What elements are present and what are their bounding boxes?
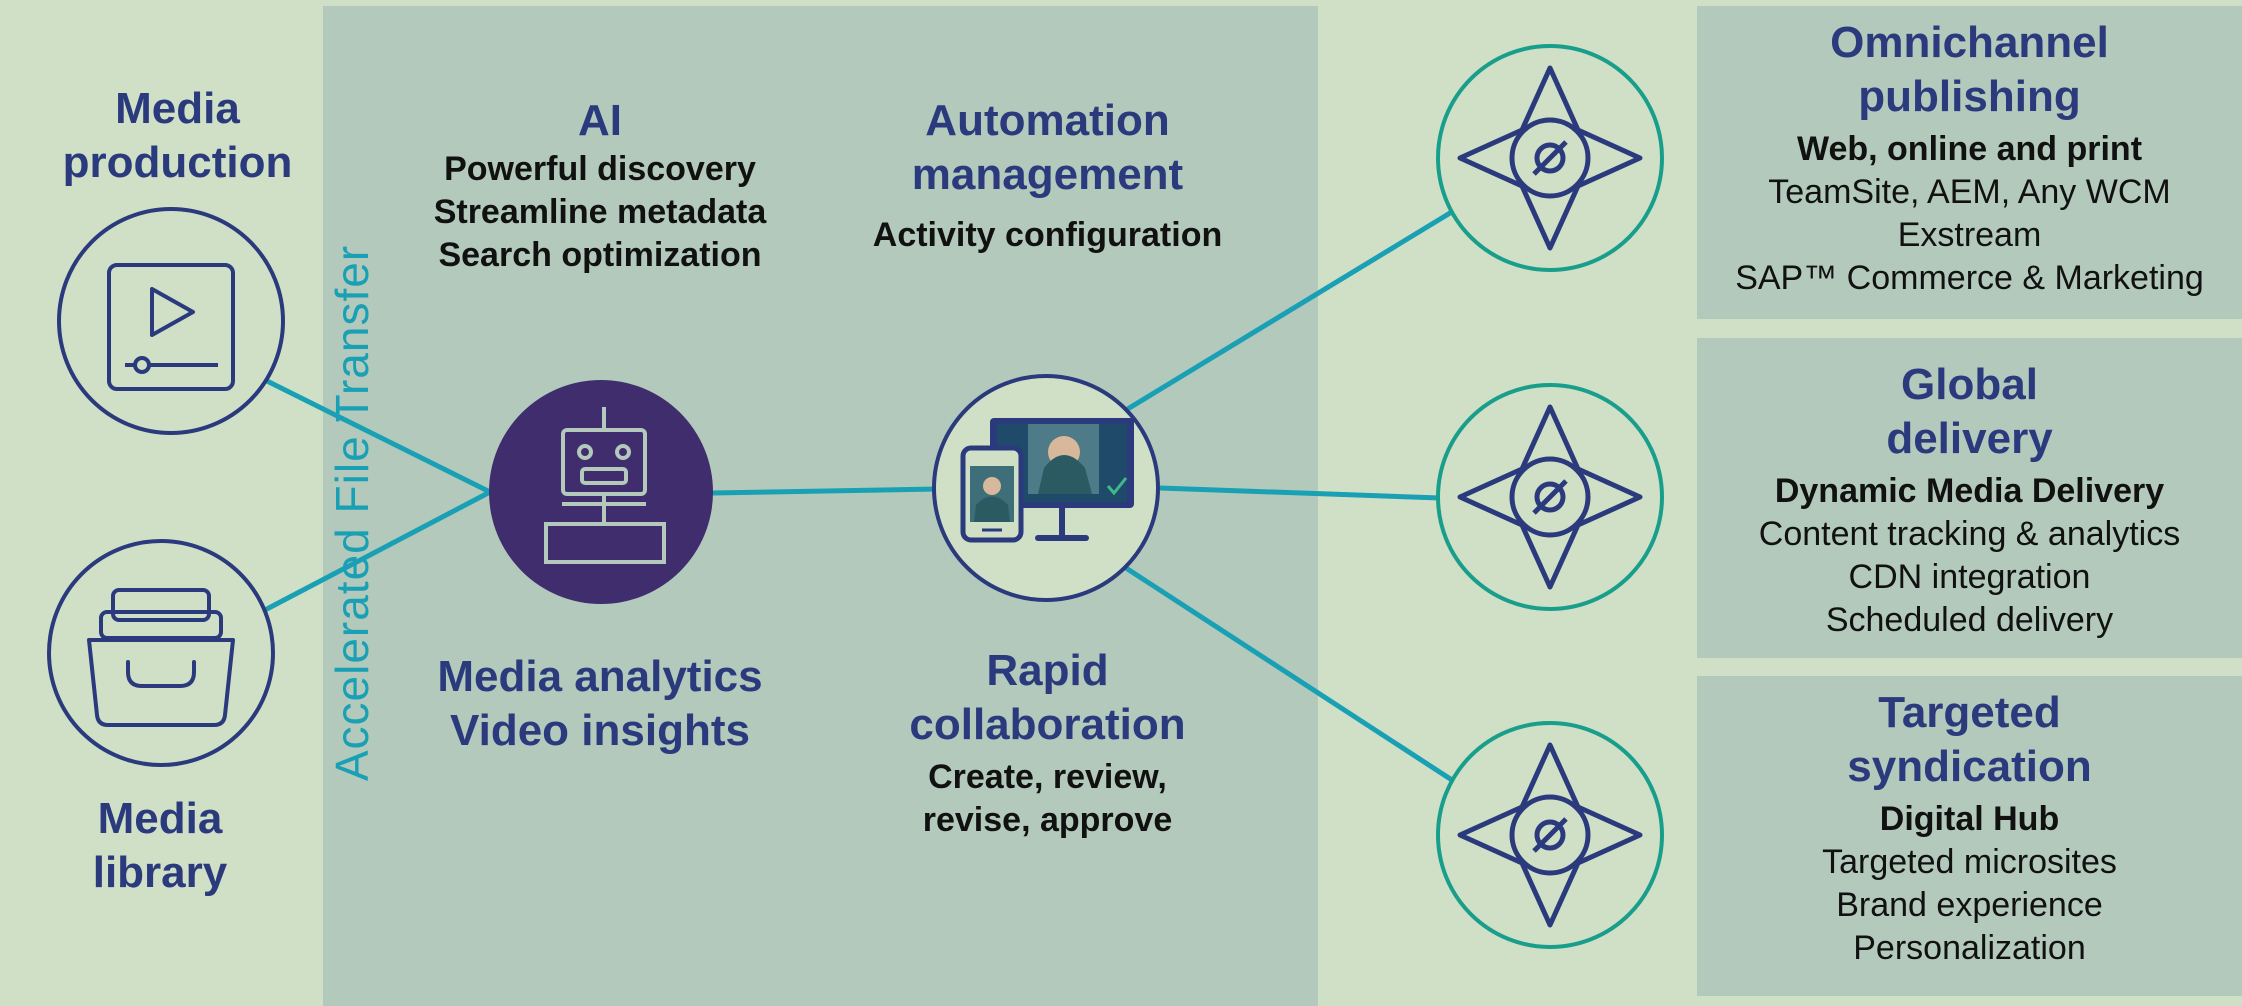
card-bold-line: Dynamic Media Delivery [1774, 472, 2165, 510]
card-title-line: Global [1901, 360, 2038, 409]
label-line: production [62, 138, 293, 187]
compass-icon [1436, 721, 1664, 949]
card-line: Personalization [1853, 929, 2086, 967]
rapid-collaboration-block: Rapid collaboration Create, review, revi… [860, 644, 1235, 842]
card-line: Scheduled delivery [1825, 601, 2114, 639]
compass-icon [1436, 383, 1664, 611]
compass-icon [1436, 44, 1664, 272]
accelerated-file-transfer-label: Accelerated File Transfer [326, 244, 378, 782]
ai-block: AI Powerful discovery Streamline metadat… [400, 94, 800, 277]
analytics-line: Media analytics [437, 652, 763, 701]
card-global-delivery: Global delivery Dynamic Media Delivery C… [1697, 338, 2242, 658]
automation-title-line: management [911, 150, 1184, 199]
archive-box-icon [47, 539, 275, 767]
connector-devices-to-syndication [1124, 565, 1457, 785]
card-title-line: delivery [1886, 414, 2053, 463]
card-line: Exstream [1897, 216, 2042, 254]
card-title-line: syndication [1847, 742, 2092, 791]
connector-devices-to-omnichannel [1124, 207, 1457, 413]
card-line: TeamSite, AEM, Any WCM [1768, 173, 2171, 211]
card-line: CDN integration [1848, 558, 2091, 596]
card-title-line: publishing [1858, 72, 2081, 121]
collaboration-title-line: Rapid [986, 646, 1109, 695]
card-omnichannel: Omnichannel publishing Web, online and p… [1697, 6, 2242, 319]
card-bold-line: Web, online and print [1796, 130, 2143, 168]
card-title-line: Targeted [1878, 688, 2061, 737]
card-title-line: Omnichannel [1830, 18, 2109, 67]
media-library-label: Media library [10, 792, 310, 900]
robot-icon [489, 380, 713, 604]
label-line: Media [97, 794, 223, 843]
ai-line: Search optimization [438, 236, 762, 274]
media-analytics-block: Media analytics Video insights [410, 650, 790, 758]
label-line: library [92, 848, 228, 897]
connector-ai-to-devices [711, 486, 937, 496]
card-targeted-syndication: Targeted syndication Digital Hub Targete… [1697, 676, 2242, 996]
media-production-label: Media production [20, 82, 335, 190]
ai-title: AI [578, 96, 622, 145]
collaboration-line: Create, review, [928, 758, 1167, 796]
card-line: SAP™ Commerce & Marketing [1735, 259, 2204, 297]
card-line: Targeted microsites [1822, 843, 2117, 881]
devices-icon [932, 374, 1160, 602]
card-line: Content tracking & analytics [1758, 515, 2181, 553]
card-bold-line: Digital Hub [1879, 800, 2060, 838]
connector-production-to-ai [263, 377, 492, 495]
ai-line: Powerful discovery [444, 150, 756, 188]
video-player-icon [57, 207, 285, 435]
card-line: Brand experience [1836, 886, 2103, 924]
connector-lines [263, 207, 1457, 785]
automation-title-line: Automation [925, 96, 1170, 145]
connector-library-to-ai [263, 489, 492, 613]
collaboration-title-line: collaboration [909, 700, 1186, 749]
analytics-line: Video insights [450, 706, 750, 755]
connector-devices-to-delivery [1159, 485, 1441, 501]
label-line: Media [115, 84, 240, 133]
automation-line: Activity configuration [872, 216, 1223, 254]
ai-line: Streamline metadata [433, 193, 767, 231]
automation-block: Automation management Activity configura… [840, 94, 1255, 257]
collaboration-line: revise, approve [922, 801, 1173, 839]
